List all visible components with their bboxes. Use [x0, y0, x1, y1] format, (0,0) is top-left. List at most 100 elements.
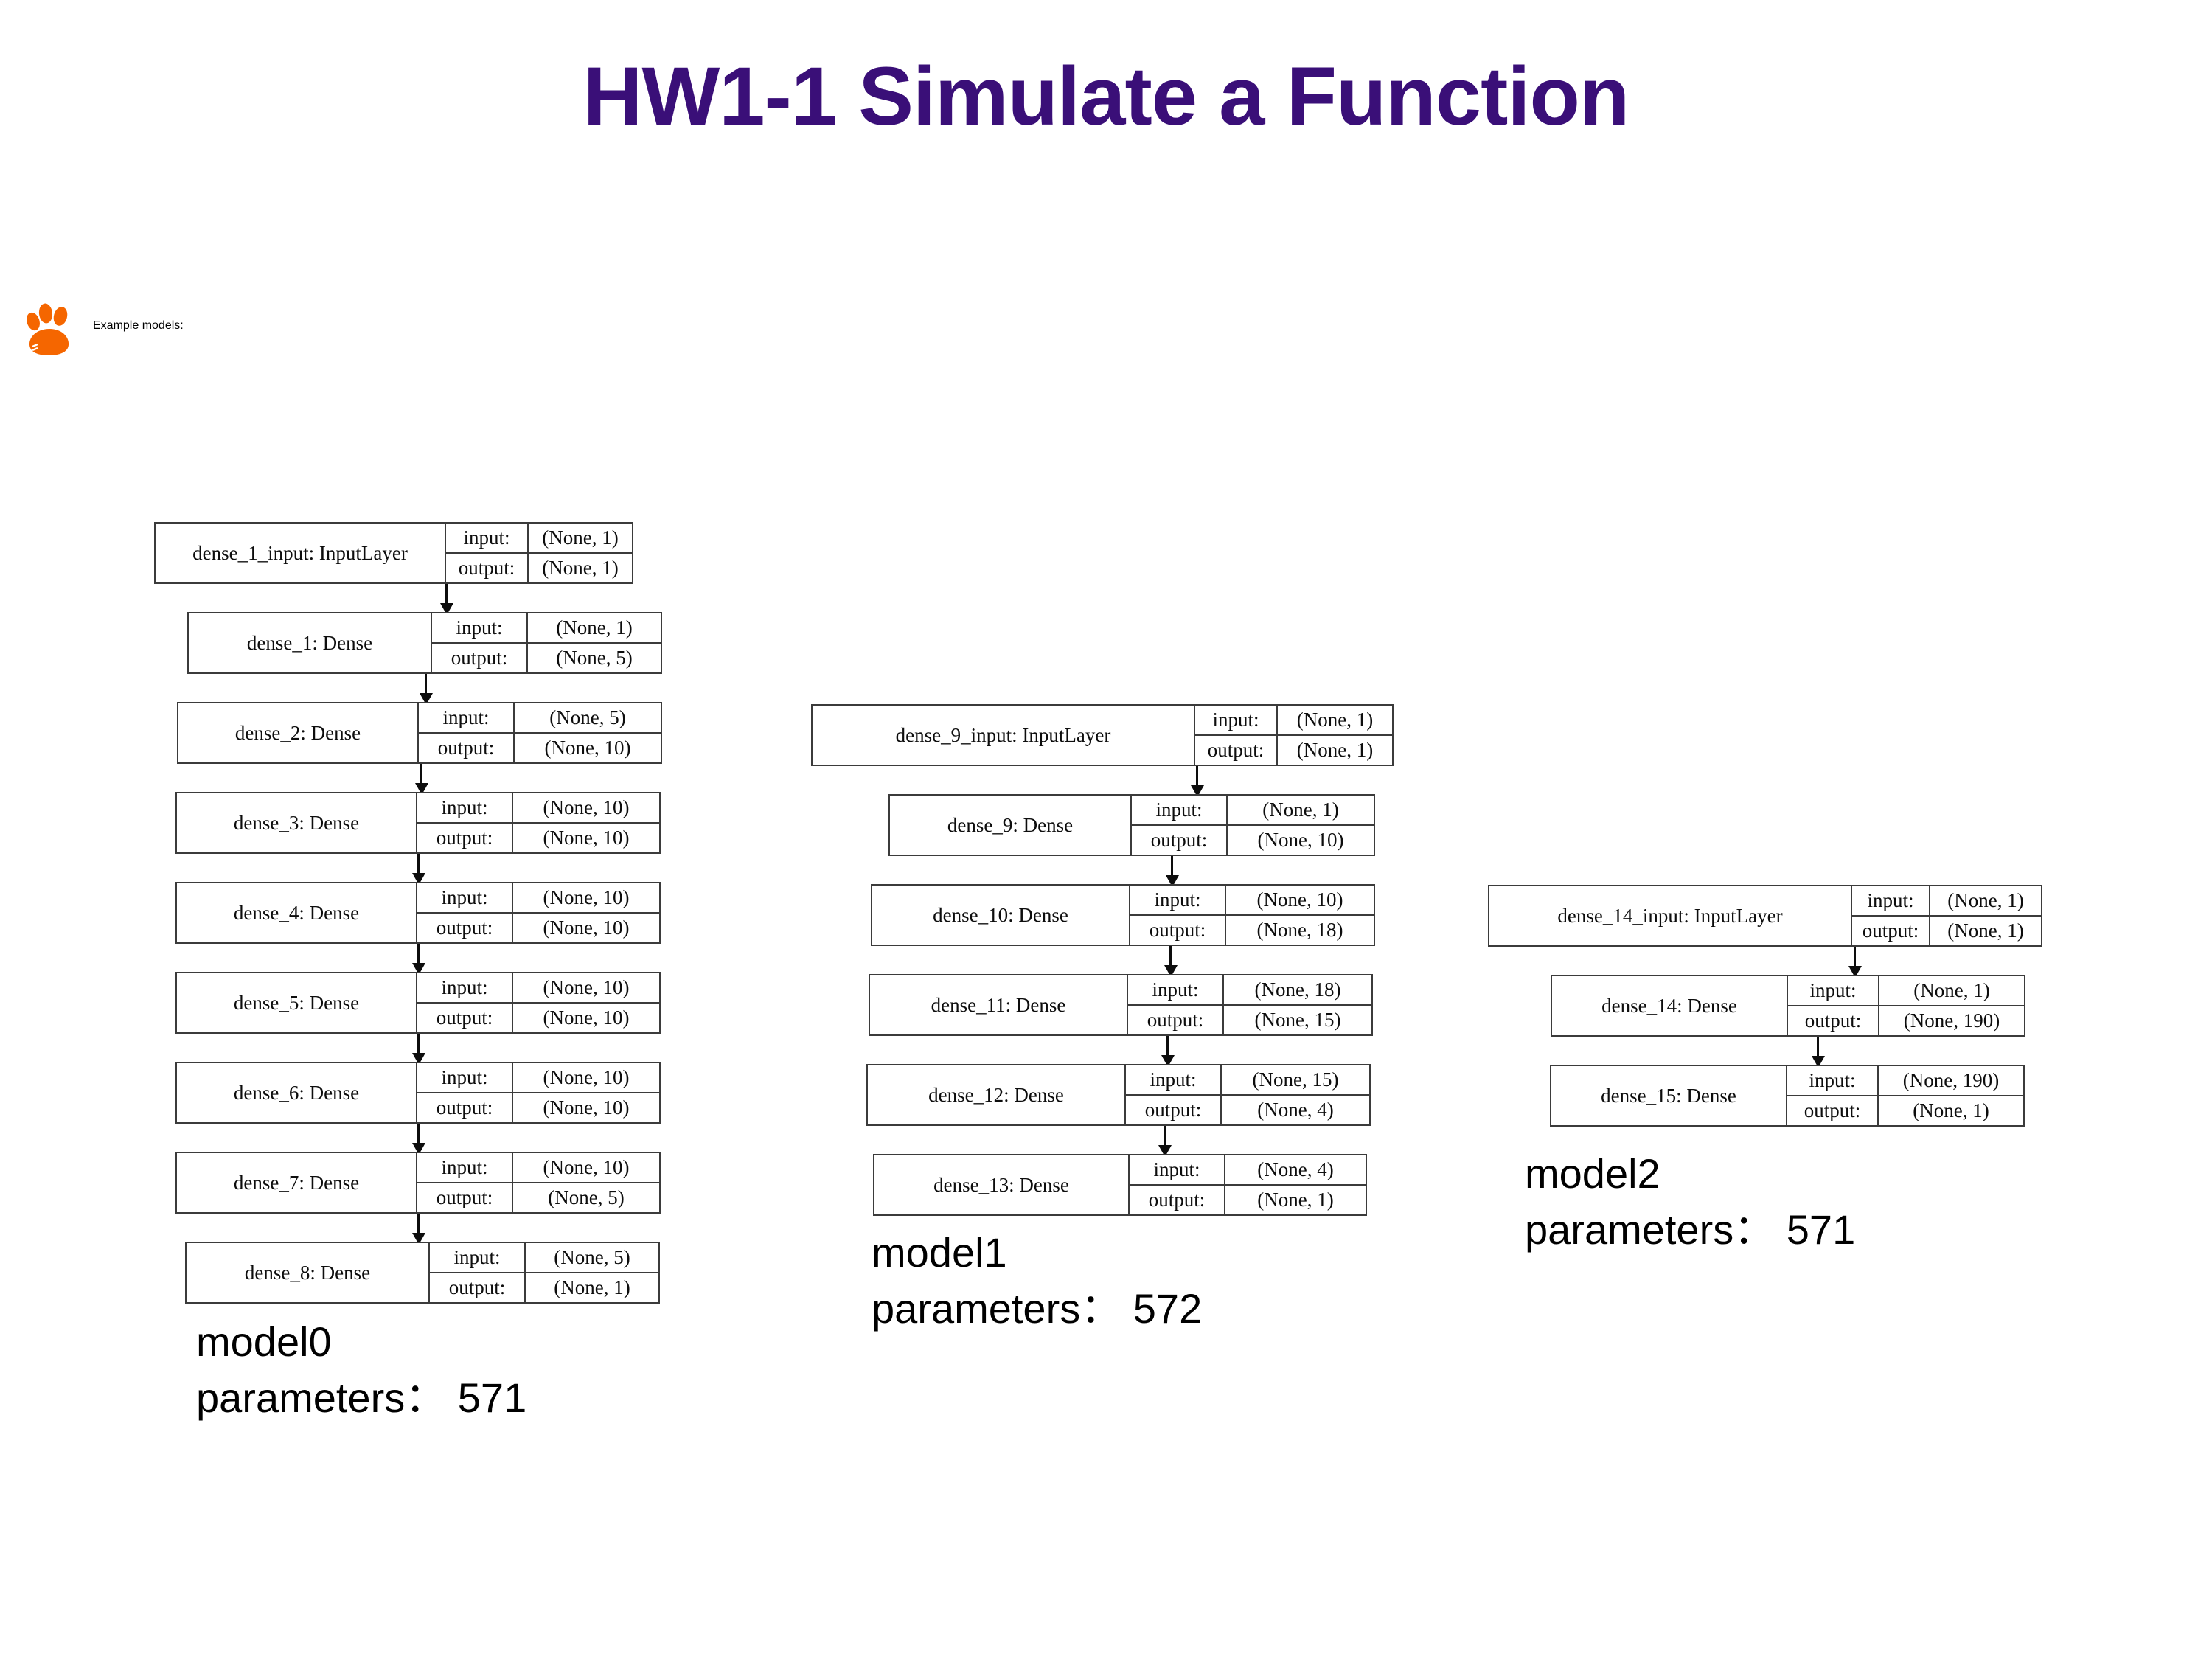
layer-output-row: output: (None, 18) — [1130, 916, 1374, 945]
layer-io: input: (None, 1) output: (None, 1) — [446, 524, 632, 582]
layer-node[interactable]: dense_7: Dense input: (None, 10) output:… — [175, 1152, 661, 1214]
layer-name: dense_1_input: InputLayer — [156, 524, 446, 582]
layer-name: dense_13: Dense — [874, 1155, 1130, 1214]
output-shape: (None, 1) — [1913, 1099, 1989, 1121]
layer-name: dense_14_input: InputLayer — [1489, 886, 1852, 945]
input-label: input: — [1132, 796, 1228, 824]
layer-node[interactable]: dense_6: Dense input: (None, 10) output:… — [175, 1062, 661, 1124]
layer-io: input: (None, 18) output: (None, 15) — [1128, 975, 1371, 1034]
layer-input-row: input: (None, 10) — [417, 1063, 659, 1093]
input-shape: (None, 10) — [543, 1066, 630, 1088]
layer-input-row: input: (None, 1) — [1195, 706, 1392, 736]
output-shape: (None, 190) — [1903, 1009, 2000, 1032]
node-row: dense_4: Dense input: (None, 10) output:… — [125, 882, 662, 944]
input-shape: (None, 10) — [543, 886, 630, 908]
input-shape: (None, 1) — [556, 616, 633, 639]
layer-io: input: (None, 5) output: (None, 1) — [430, 1243, 658, 1302]
layer-node[interactable]: dense_14_input: InputLayer input: (None,… — [1488, 885, 2042, 947]
output-label: output: — [446, 554, 529, 582]
edge-connector — [125, 1124, 662, 1155]
layer-input-row: input: (None, 1) — [1852, 886, 2041, 917]
layer-io: input: (None, 10) output: (None, 10) — [417, 973, 659, 1032]
output-shape: (None, 4) — [1257, 1099, 1334, 1121]
layer-node[interactable]: dense_10: Dense input: (None, 10) output… — [871, 884, 1375, 946]
node-row: dense_13: Dense input: (None, 4) output:… — [811, 1154, 1394, 1216]
layer-node[interactable]: dense_13: Dense input: (None, 4) output:… — [873, 1154, 1367, 1216]
layer-name: dense_12: Dense — [868, 1065, 1126, 1124]
layer-node[interactable]: dense_5: Dense input: (None, 10) output:… — [175, 972, 661, 1034]
model-group-model0: dense_1_input: InputLayer input: (None, … — [125, 522, 662, 1425]
output-shape: (None, 1) — [1947, 919, 2024, 942]
edge-connector — [125, 1214, 662, 1245]
input-label: input: — [417, 973, 513, 1002]
layer-output-row: output: (None, 1) — [1195, 736, 1392, 765]
output-label: output: — [432, 644, 528, 672]
edge-connector — [811, 1126, 1394, 1157]
node-row: dense_15: Dense input: (None, 190) outpu… — [1488, 1065, 2042, 1127]
node-row: dense_1: Dense input: (None, 1) output: … — [125, 612, 662, 674]
layer-node[interactable]: dense_9: Dense input: (None, 1) output: … — [888, 794, 1375, 856]
layer-node[interactable]: dense_2: Dense input: (None, 5) output: … — [177, 702, 662, 764]
layer-io: input: (None, 4) output: (None, 1) — [1130, 1155, 1366, 1214]
layer-io: input: (None, 1) output: (None, 5) — [432, 613, 661, 672]
layer-io: input: (None, 1) output: (None, 190) — [1788, 976, 2024, 1035]
layer-io: input: (None, 10) output: (None, 10) — [417, 1063, 659, 1122]
layer-name: dense_1: Dense — [189, 613, 432, 672]
node-row: dense_1_input: InputLayer input: (None, … — [125, 522, 662, 584]
model0-graph: dense_1_input: InputLayer input: (None, … — [125, 522, 662, 1304]
layer-name: dense_15: Dense — [1551, 1066, 1787, 1125]
layer-node[interactable]: dense_15: Dense input: (None, 190) outpu… — [1550, 1065, 2025, 1127]
input-shape: (None, 10) — [543, 1156, 630, 1178]
layer-node[interactable]: dense_12: Dense input: (None, 15) output… — [866, 1064, 1371, 1126]
layer-node[interactable]: dense_4: Dense input: (None, 10) output:… — [175, 882, 661, 944]
bullet-row: Example models: — [25, 295, 184, 357]
input-label: input: — [1852, 886, 1930, 915]
node-row: dense_12: Dense input: (None, 15) output… — [811, 1064, 1394, 1126]
output-shape: (None, 10) — [1257, 829, 1344, 851]
input-shape: (None, 190) — [1902, 1069, 2000, 1091]
layer-node[interactable]: dense_8: Dense input: (None, 5) output: … — [185, 1242, 660, 1304]
input-label: input: — [417, 1063, 513, 1092]
layer-input-row: input: (None, 10) — [417, 1153, 659, 1183]
layer-output-row: output: (None, 15) — [1128, 1006, 1371, 1034]
node-row: dense_6: Dense input: (None, 10) output:… — [125, 1062, 662, 1124]
output-shape: (None, 15) — [1254, 1009, 1341, 1031]
layer-io: input: (None, 15) output: (None, 4) — [1126, 1065, 1369, 1124]
model-name: model0 — [196, 1318, 332, 1365]
edge-connector — [125, 674, 662, 705]
layer-output-row: output: (None, 10) — [1132, 826, 1374, 855]
layer-node[interactable]: dense_9_input: InputLayer input: (None, … — [811, 704, 1394, 766]
model-name: model1 — [872, 1229, 1007, 1276]
layer-node[interactable]: dense_1_input: InputLayer input: (None, … — [154, 522, 633, 584]
output-label: output: — [1852, 917, 1930, 945]
edge-connector — [811, 766, 1394, 797]
input-shape: (None, 18) — [1254, 978, 1341, 1001]
layer-name: dense_2: Dense — [178, 703, 419, 762]
layer-io: input: (None, 190) output: (None, 1) — [1787, 1066, 2023, 1125]
layer-node[interactable]: dense_3: Dense input: (None, 10) output:… — [175, 792, 661, 854]
node-row: dense_2: Dense input: (None, 5) output: … — [125, 702, 662, 764]
input-shape: (None, 1) — [1262, 799, 1339, 821]
model-params: parameters： 572 — [872, 1284, 1203, 1332]
input-label: input: — [446, 524, 529, 552]
layer-input-row: input: (None, 190) — [1787, 1066, 2023, 1096]
edge-connector — [125, 944, 662, 975]
layer-input-row: input: (None, 4) — [1130, 1155, 1366, 1186]
layer-input-row: input: (None, 10) — [417, 793, 659, 824]
page-title: HW1-1 Simulate a Function — [582, 50, 1630, 142]
output-label: output: — [1128, 1006, 1224, 1034]
edge-connector — [811, 1036, 1394, 1067]
output-label: output: — [1126, 1096, 1222, 1124]
edge-connector — [811, 856, 1394, 887]
layer-io: input: (None, 1) output: (None, 1) — [1852, 886, 2041, 945]
layer-node[interactable]: dense_1: Dense input: (None, 1) output: … — [187, 612, 662, 674]
layer-node[interactable]: dense_14: Dense input: (None, 1) output:… — [1551, 975, 2025, 1037]
input-shape: (None, 15) — [1252, 1068, 1339, 1091]
layer-output-row: output: (None, 1) — [1787, 1096, 2023, 1125]
layer-output-row: output: (None, 5) — [417, 1183, 659, 1212]
edge-connector — [125, 1034, 662, 1065]
input-label: input: — [430, 1243, 526, 1272]
output-label: output: — [1132, 826, 1228, 855]
layer-node[interactable]: dense_11: Dense input: (None, 18) output… — [869, 974, 1373, 1036]
output-shape: (None, 1) — [554, 1276, 630, 1298]
